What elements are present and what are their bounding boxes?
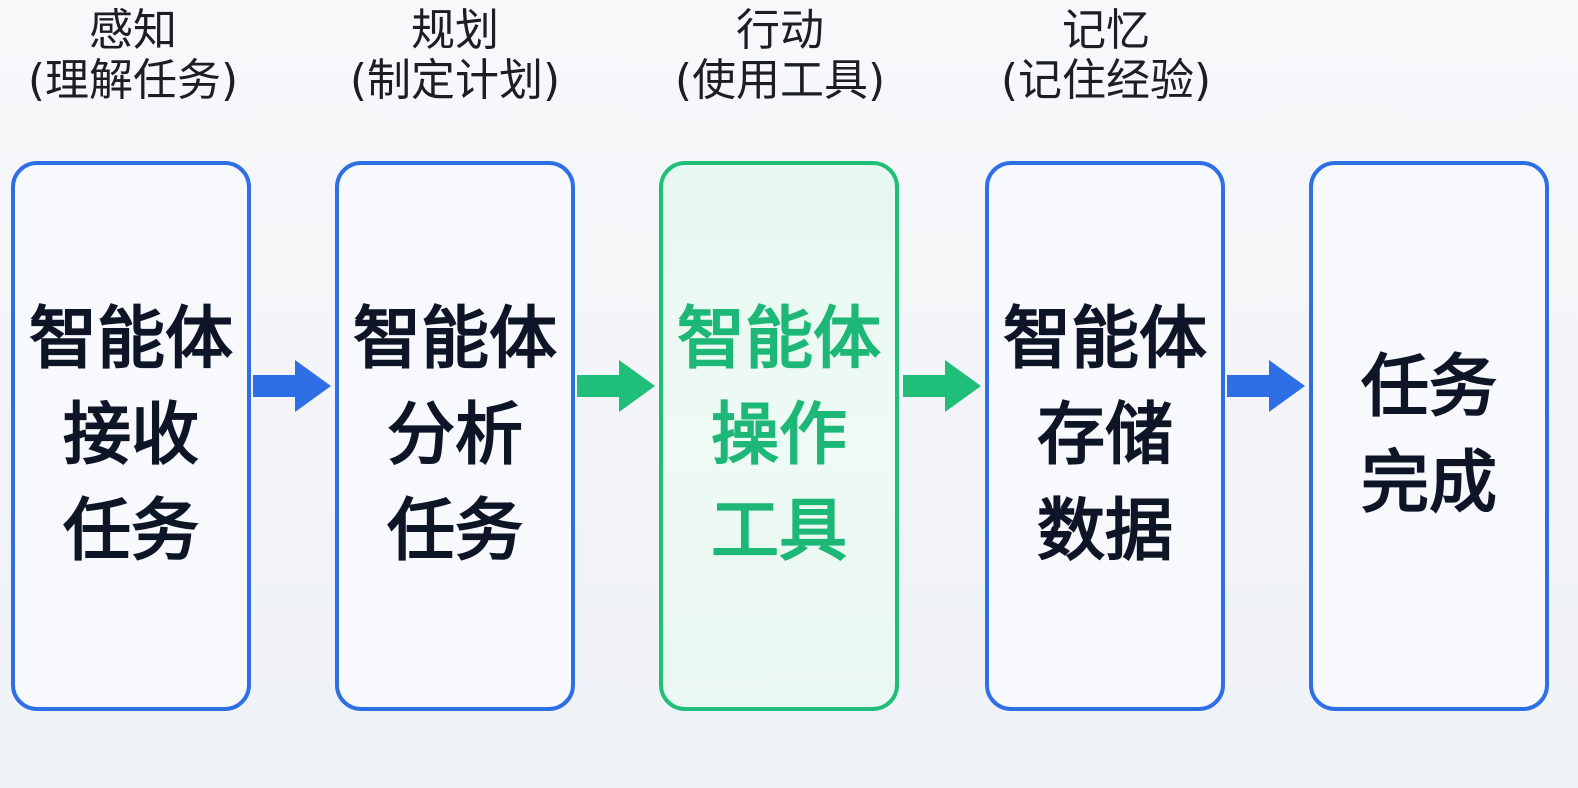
stage-label-action: 行动 (使用工具): [630, 6, 930, 106]
step-text: 智能体 接收 任务: [29, 292, 233, 580]
step-line: 智能体: [352, 300, 557, 379]
flow-arrow-3: [903, 358, 983, 414]
step-text: 智能体 操作 工具: [677, 292, 881, 580]
step-line: 存储: [1036, 396, 1173, 475]
step-line: 工具: [710, 492, 847, 571]
step-line: 数据: [1036, 492, 1173, 571]
step-line: 操作: [710, 396, 847, 475]
step-text: 智能体 存储 数据: [1003, 292, 1207, 580]
step-text: 智能体 分析 任务: [353, 292, 557, 580]
step-box-store-data: 智能体 存储 数据: [985, 161, 1225, 711]
step-box-task-complete: 任务 完成: [1309, 161, 1549, 711]
step-line: 完成: [1360, 444, 1497, 523]
arrow-right-icon: [577, 360, 655, 412]
step-line: 任务: [62, 492, 199, 571]
step-text: 任务 完成: [1361, 340, 1497, 532]
flow-arrow-4: [1227, 358, 1307, 414]
stage-label-planning: 规划 (制定计划): [305, 6, 605, 106]
stage-subtitle: (记住经验): [1000, 55, 1212, 106]
stage-title: 记忆: [1062, 5, 1150, 56]
flow-arrow-1: [253, 358, 333, 414]
stage-title: 感知: [89, 5, 177, 56]
step-line: 智能体: [676, 300, 881, 379]
step-line: 分析: [386, 396, 523, 475]
step-line: 任务: [386, 492, 523, 571]
step-line: 任务: [1360, 348, 1497, 427]
stage-subtitle: (制定计划): [349, 55, 561, 106]
stage-label-perception: 感知 (理解任务): [0, 6, 283, 106]
arrow-right-icon: [253, 360, 331, 412]
stage-subtitle: (理解任务): [27, 55, 239, 106]
arrow-right-icon: [1227, 360, 1305, 412]
stage-subtitle: (使用工具): [674, 55, 886, 106]
stage-title: 规划: [411, 5, 499, 56]
flow-arrow-2: [577, 358, 657, 414]
stage-label-memory: 记忆 (记住经验): [956, 6, 1256, 106]
step-line: 智能体: [1002, 300, 1207, 379]
arrow-right-icon: [903, 360, 981, 412]
step-line: 接收: [62, 396, 199, 475]
step-box-analyze-task: 智能体 分析 任务: [335, 161, 575, 711]
stage-title: 行动: [736, 5, 824, 56]
step-box-operate-tools: 智能体 操作 工具: [659, 161, 899, 711]
step-box-receive-task: 智能体 接收 任务: [11, 161, 251, 711]
step-line: 智能体: [28, 300, 233, 379]
